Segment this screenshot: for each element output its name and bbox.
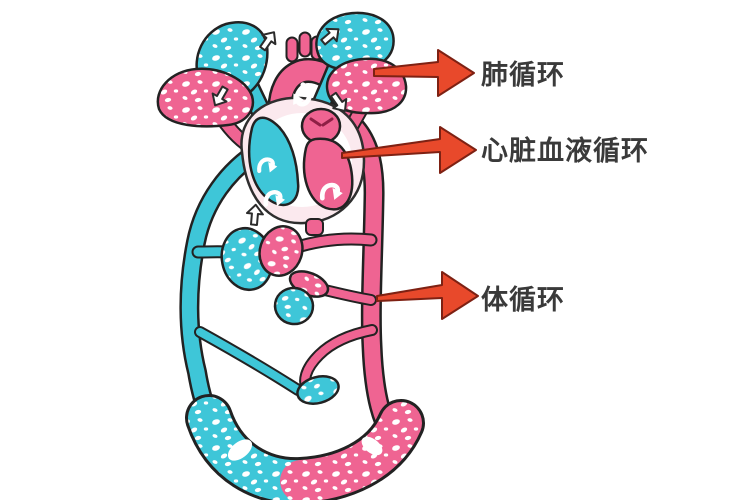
label-pulmonary-circulation: 肺循环 (481, 60, 565, 90)
lower-body-capillary-band (185, 394, 425, 500)
annotation-arrow-pulmonary (373, 49, 475, 97)
label-cardiac-blood-circulation: 心脏血液循环 (481, 136, 649, 166)
heart-apex-stub (305, 218, 324, 236)
abdominal-organs (220, 225, 340, 405)
annotation-arrows (341, 49, 479, 320)
organ2-capillary-teal (273, 286, 315, 326)
hook-capillary-teal (296, 375, 340, 405)
organ-capillary-pink (258, 225, 304, 277)
heart-valve-slits (309, 117, 334, 127)
left-lung-lower-lobe (156, 67, 255, 128)
annotation-arrow-cardiac (341, 126, 477, 174)
label-systemic-circulation: 体循环 (481, 285, 565, 315)
flow-arrow-icon (245, 203, 265, 227)
heart-left-ventricle (302, 137, 354, 211)
annotation-arrow-systemic (376, 271, 479, 320)
